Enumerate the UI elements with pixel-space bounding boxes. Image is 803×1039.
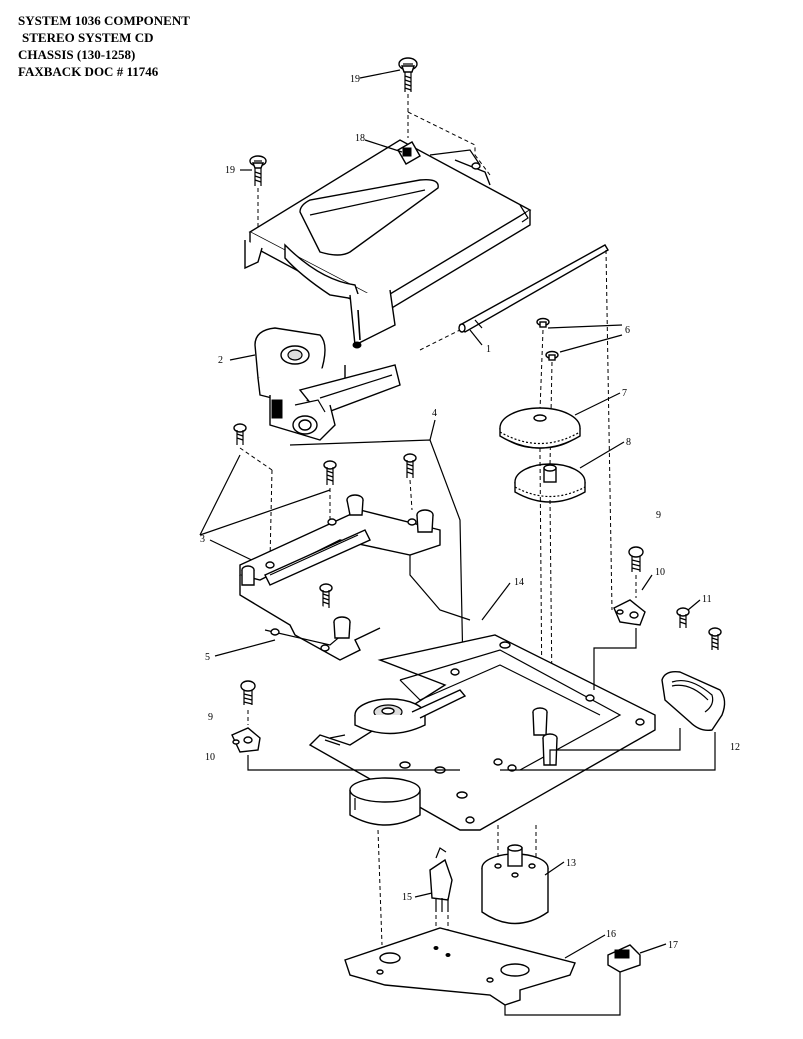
callout-15: 15 bbox=[402, 892, 412, 903]
guide-shaft-1 bbox=[419, 244, 613, 611]
callout-5: 5 bbox=[205, 652, 210, 663]
header-line-faxback: FAXBACK DOC # 11746 bbox=[18, 64, 159, 79]
gear-8 bbox=[514, 454, 586, 706]
screw-19-left bbox=[249, 155, 267, 238]
header-line-model: SYSTEM 1036 COMPONENT bbox=[18, 13, 190, 28]
header-line-chassis: CHASSIS (130-1258) bbox=[18, 47, 136, 62]
callout-19-left: 19 bbox=[225, 165, 235, 176]
callout-19-upper: 19 bbox=[350, 74, 360, 85]
sled-base-5 bbox=[239, 494, 471, 661]
connector-15 bbox=[429, 847, 453, 945]
header-line-system: STEREO SYSTEM CD bbox=[22, 30, 154, 45]
screw-19-upper bbox=[398, 57, 418, 138]
screw-9-right-assembly bbox=[593, 546, 646, 690]
spindle-turntable bbox=[349, 689, 467, 826]
cover-plate-18 bbox=[244, 111, 532, 349]
callout-12: 12 bbox=[730, 742, 740, 753]
leader-lines bbox=[214, 69, 701, 959]
callout-6: 6 bbox=[625, 325, 630, 336]
callout-10-right: 10 bbox=[655, 567, 665, 578]
callout-7: 7 bbox=[622, 388, 627, 399]
callout-16: 16 bbox=[606, 929, 616, 940]
callout-4: 4 bbox=[432, 408, 437, 419]
callout-13: 13 bbox=[566, 858, 576, 869]
screw-11-bracket-12 bbox=[500, 607, 726, 771]
callout-2: 2 bbox=[218, 355, 223, 366]
screw-9-left-assembly bbox=[231, 680, 460, 771]
callout-14: 14 bbox=[514, 577, 524, 588]
connector-17 bbox=[607, 944, 641, 973]
sled-motor-13 bbox=[377, 825, 549, 946]
document-header: SYSTEM 1036 COMPONENT STEREO SYSTEM CD C… bbox=[18, 12, 190, 80]
optical-pickup-2 bbox=[254, 327, 401, 441]
callout-3: 3 bbox=[200, 534, 205, 545]
callout-11: 11 bbox=[702, 594, 712, 605]
callout-17: 17 bbox=[668, 940, 678, 951]
pcb-board-16 bbox=[344, 927, 621, 1016]
gear-7 bbox=[499, 407, 581, 465]
callout-18: 18 bbox=[355, 133, 365, 144]
callout-1: 1 bbox=[486, 344, 491, 355]
callout-10-left: 10 bbox=[205, 752, 215, 763]
callout-9-right: 9 bbox=[656, 510, 661, 521]
callout-9-left: 9 bbox=[208, 712, 213, 723]
callout-8: 8 bbox=[626, 437, 631, 448]
